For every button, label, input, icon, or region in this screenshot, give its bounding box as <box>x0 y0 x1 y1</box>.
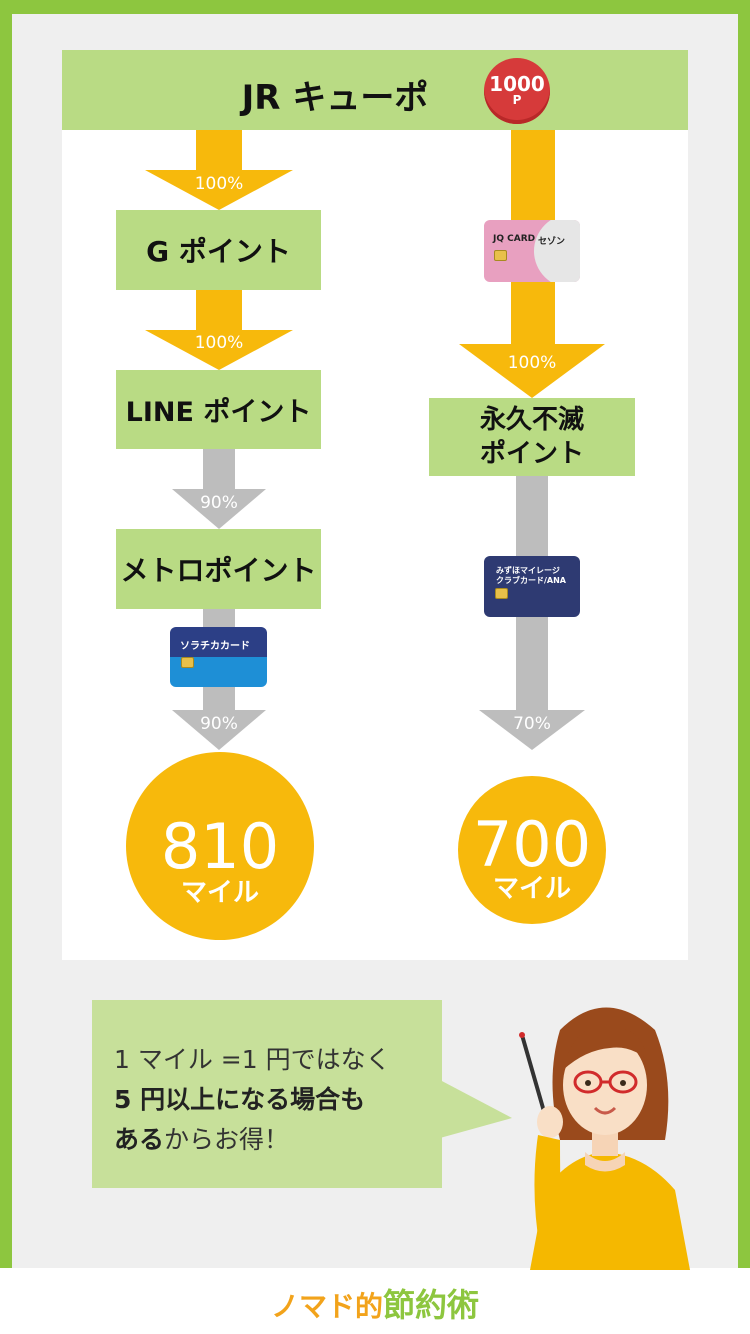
logo-left: ノマド的 <box>270 1290 383 1323</box>
card-chip-icon <box>494 250 507 261</box>
jq-card-saison: JQ CARD セゾン <box>484 220 580 282</box>
left-pct-2: 100% <box>194 333 244 353</box>
right-arrowhead-2 <box>479 710 585 750</box>
jq-card-label-b: セゾン <box>538 237 566 247</box>
left-stem-2 <box>196 290 242 330</box>
left-arrowhead-3 <box>172 489 266 529</box>
left-pct-4: 90% <box>200 714 238 734</box>
solachica-card-label: ソラチカカード <box>180 641 250 652</box>
right-arrowhead-1 <box>459 344 605 398</box>
left-arrowhead-2 <box>145 330 293 370</box>
left-arrowhead-1 <box>145 170 293 210</box>
speech-line-1: 1 マイル =1 円ではなく <box>114 1045 391 1074</box>
right-result-unit: マイル <box>492 874 571 904</box>
footer-logo: ノマド的節約術 <box>0 1280 750 1326</box>
left-pct-1: 100% <box>194 174 244 194</box>
speech-line-3-rest: からお得！ <box>164 1125 290 1154</box>
jq-card-label-a: JQ CARD <box>493 234 536 244</box>
eikyu-box-line1: 永久不滅 <box>479 405 584 435</box>
speech-line-3-bold: ある <box>114 1125 165 1154</box>
speech-line-2: 5 円以上になる場合も <box>114 1085 366 1114</box>
left-pct-3: 90% <box>200 493 238 513</box>
woman-illustration <box>519 1007 690 1270</box>
card-chip-icon <box>181 657 194 668</box>
flow-arrows <box>145 130 605 750</box>
metro-point-box: メトロポイント <box>116 529 321 609</box>
eikyu-box-line2: ポイント <box>479 439 584 469</box>
header-title: JR キューポ <box>241 78 429 118</box>
logo-right: 節約術 <box>383 1286 480 1324</box>
left-result-value: 810 <box>160 810 280 883</box>
speech-bubble-tail <box>440 1080 512 1138</box>
left-stem-3 <box>203 449 235 489</box>
card-chip-icon <box>495 588 508 599</box>
card-gray-swoosh <box>534 220 580 282</box>
mizuho-card-label-2: クラブカード/ANA <box>496 576 566 585</box>
solachica-card: ソラチカカード <box>170 627 267 687</box>
header-bar: JR キューポ <box>62 50 688 130</box>
speech-line-3: あるからお得！ <box>114 1120 289 1156</box>
speech-bubble: 1 マイル =1 円ではなく 5 円以上になる場合も あるからお得！ <box>92 1000 442 1188</box>
left-result-unit: マイル <box>180 878 259 908</box>
g-point-box: G ポイント <box>116 210 321 290</box>
badge-unit: P <box>512 93 522 107</box>
line-point-box: LINE ポイント <box>116 370 321 449</box>
right-result-value: 700 <box>472 808 592 881</box>
left-stem-1 <box>196 130 242 170</box>
right-result-circle: 700 マイル <box>458 776 606 924</box>
site-logo: ノマド的節約術 <box>271 1280 479 1326</box>
right-pct-1: 100% <box>507 353 557 373</box>
badge-amount: 1000 <box>489 72 545 96</box>
eikyu-fumetsu-box: 永久不滅 ポイント <box>429 398 635 476</box>
right-pct-2: 70% <box>513 714 551 734</box>
points-badge: 1000 P <box>484 58 550 124</box>
mizuho-mileage-card: みずほマイレージ クラブカード/ANA <box>484 556 580 617</box>
left-arrowhead-4 <box>172 710 266 750</box>
mizuho-card-label-1: みずほマイレージ <box>496 566 560 575</box>
left-result-circle: 810 マイル <box>126 752 314 940</box>
